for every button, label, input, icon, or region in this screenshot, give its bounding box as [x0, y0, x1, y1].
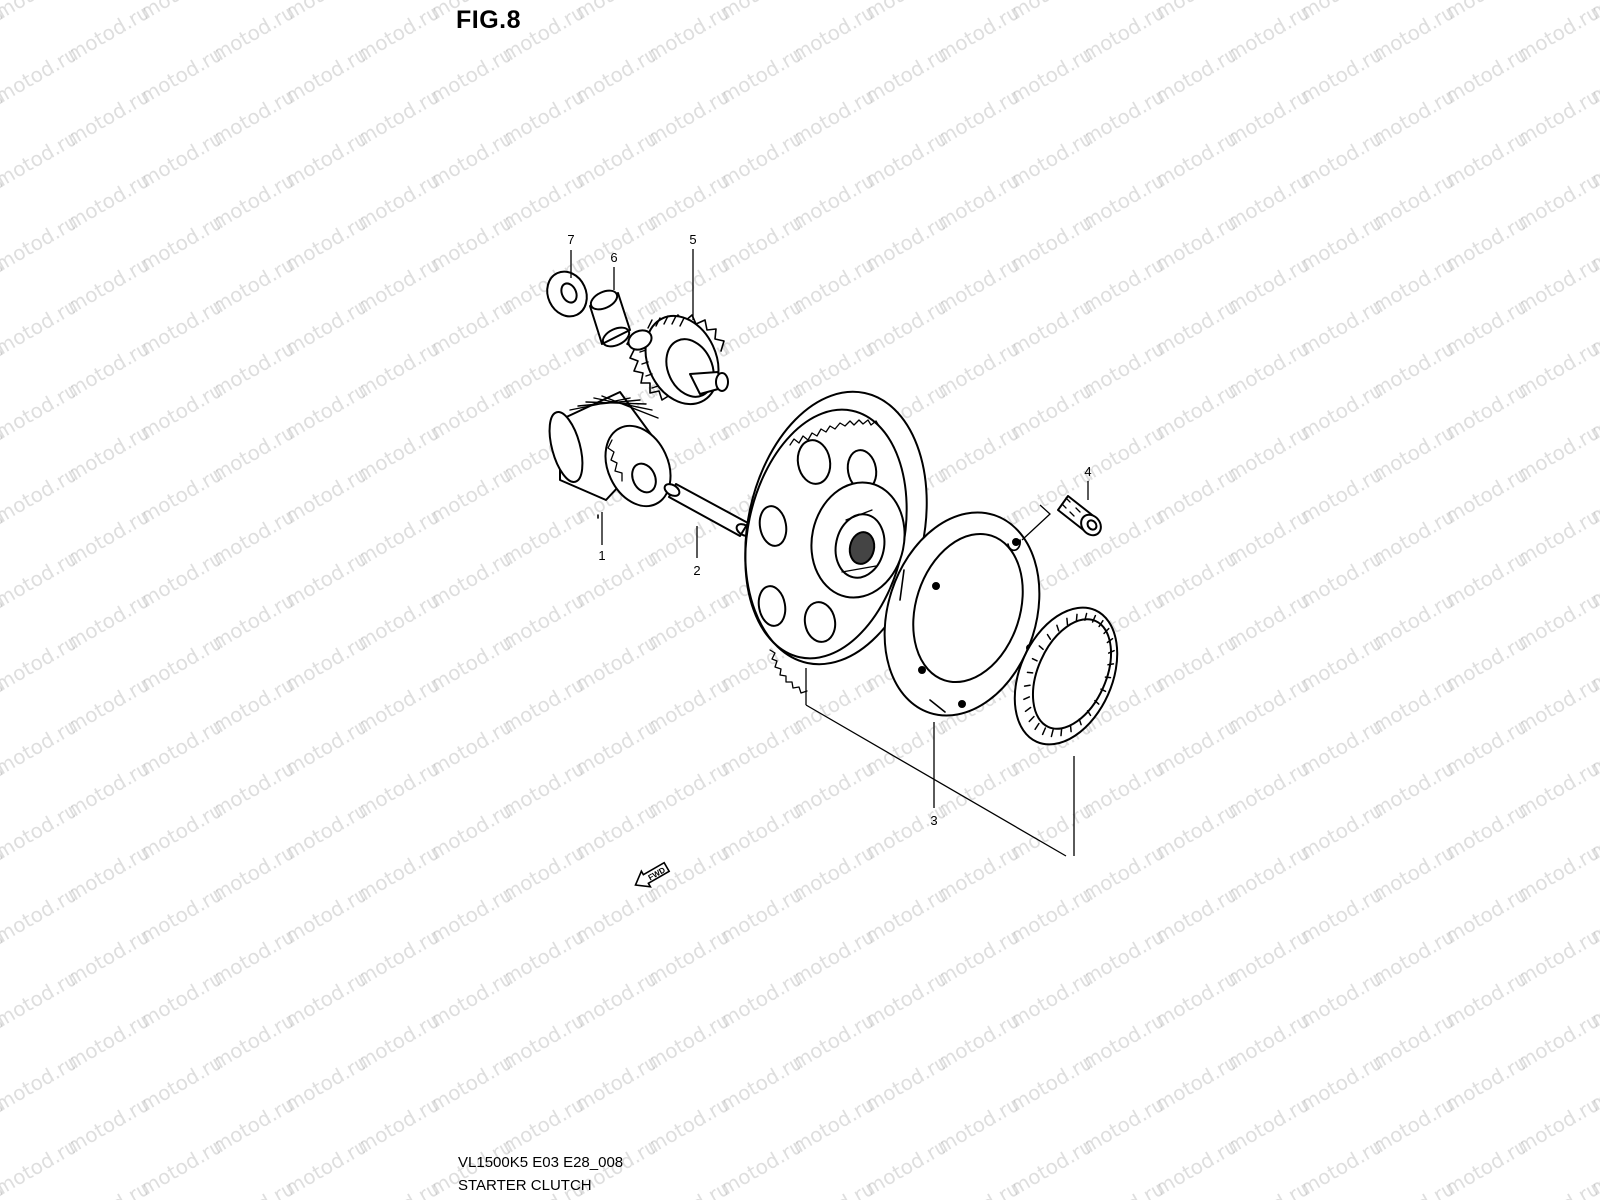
assembly-name: STARTER CLUTCH — [458, 1177, 592, 1194]
watermark-text: motod.ru — [0, 42, 82, 109]
watermark-text: motod.ru — [0, 126, 82, 193]
watermark-text: motod.ru — [1223, 1176, 1314, 1200]
leader-lines — [570, 249, 1089, 857]
watermark-text: motod.ru — [0, 630, 82, 697]
watermark-text: motod.ru — [1513, 1176, 1600, 1200]
watermark-text: motod.ru — [1078, 1176, 1169, 1200]
watermark-text: motod.ru — [0, 0, 82, 24]
figure-title: FIG.8 — [456, 6, 522, 34]
part-7-washer[interactable] — [540, 265, 594, 323]
part-3-driven-gear[interactable] — [721, 375, 951, 694]
watermark-text: motod.ru — [0, 798, 82, 865]
watermark-text: motod.ru — [208, 1176, 299, 1200]
watermark-text: motod.ru — [1368, 1176, 1459, 1200]
callout-labels: 1 2 3 4 5 6 7 — [567, 232, 1091, 828]
watermark-text: motod.ru — [0, 1050, 82, 1117]
callout-part-3[interactable]: 3 — [930, 813, 937, 828]
part-5-idle-gear[interactable] — [625, 304, 732, 416]
watermark-text: motod.ru — [0, 378, 82, 445]
callout-part-2[interactable]: 2 — [693, 563, 700, 578]
callout-part-1[interactable]: 1 — [598, 548, 605, 563]
watermark-text: motod.ru — [0, 1134, 82, 1200]
watermark-text: motod.ru — [0, 546, 82, 613]
watermark-text: motod.ru — [0, 714, 82, 781]
watermark-text: motod.ru — [0, 966, 82, 1033]
watermark-text: motod.ru — [788, 1176, 879, 1200]
part-3-one-way-clutch[interactable] — [995, 592, 1138, 761]
watermark-text: motod.ru — [0, 210, 82, 277]
watermark-text: motod.ru — [0, 294, 82, 361]
watermark-text: motod.ru — [353, 1176, 444, 1200]
callout-part-4[interactable]: 4 — [1084, 464, 1091, 479]
model-code: VL1500K5 E03 E28_008 — [458, 1154, 624, 1171]
watermark-text: motod.ru — [63, 1176, 154, 1200]
watermark-text: motod.ru — [643, 1176, 734, 1200]
part-3-clutch-housing[interactable] — [859, 492, 1064, 736]
callout-part-7[interactable]: 7 — [567, 232, 574, 247]
callout-part-6[interactable]: 6 — [610, 250, 617, 265]
watermark-text: motod.ru — [0, 462, 82, 529]
callout-part-5[interactable]: 5 — [689, 232, 696, 247]
watermark-text: motod.ru — [0, 882, 82, 949]
part-1-starter-gear[interactable] — [543, 391, 683, 519]
part-4-bolt[interactable] — [1057, 495, 1105, 539]
watermark-text: motod.ru — [933, 1176, 1024, 1200]
part-6-bushing[interactable] — [588, 287, 632, 350]
